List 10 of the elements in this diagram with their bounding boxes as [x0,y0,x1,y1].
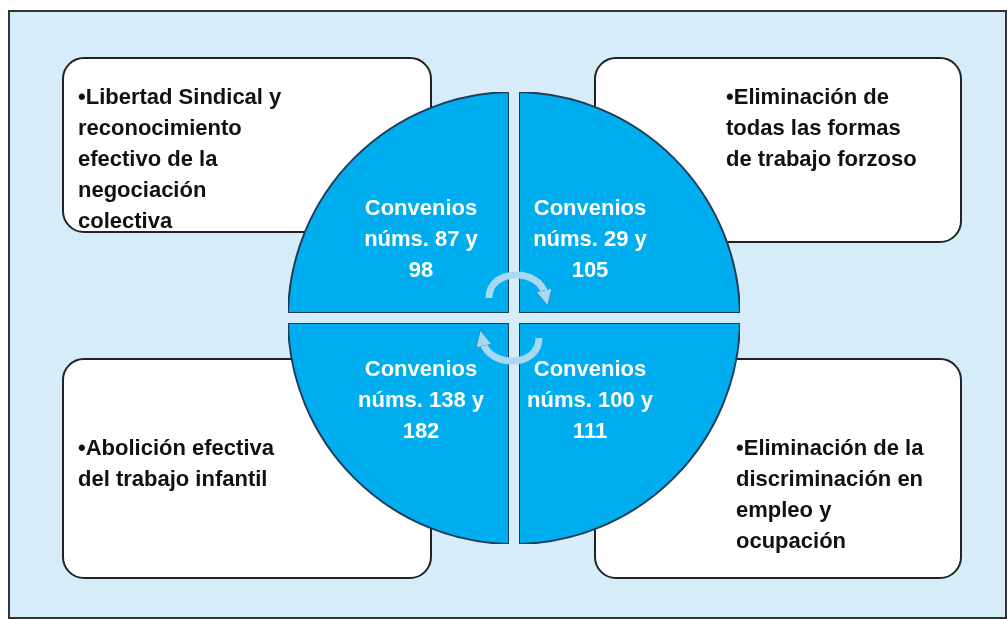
segment-text: Convenios núms. 87 y 98 [363,194,479,284]
card-text: •Eliminación de la discriminación en empleo y ocupación [736,434,925,555]
quarter-circle-segment [288,323,509,544]
card-text: •Eliminación de todas las formas de trabajo forzoso [726,83,918,173]
segment-text: Convenios núms. 138 y 182 [358,355,484,445]
quarter-circle-segment [288,92,509,313]
card-text: •Abolición efectiva del trabajo infantil [78,434,275,493]
card-text: •Libertad Sindical y reconocimiento efectivo de la negociación colectiva [78,83,283,235]
segment-text: Convenios núms. 100 y 111 [527,355,653,445]
segment-text: Convenios núms. 29 y 105 [532,194,648,284]
